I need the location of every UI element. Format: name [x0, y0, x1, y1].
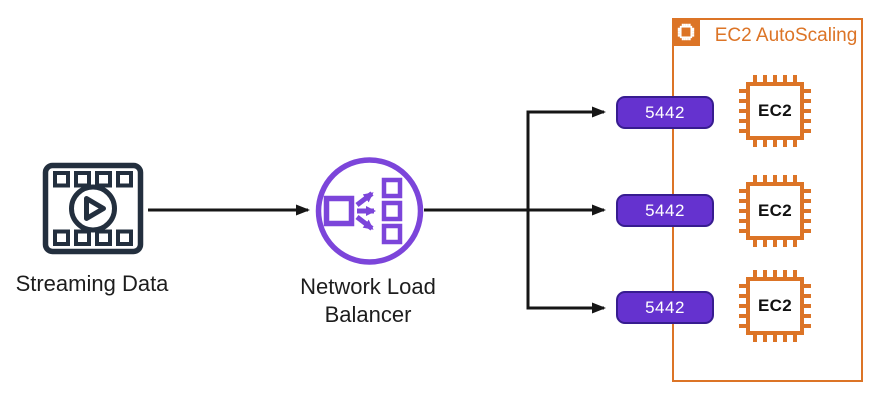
port-badge-1: 5442 [616, 96, 714, 129]
port-badge-2: 5442 [616, 194, 714, 227]
ec2-instance-label: EC2 [758, 201, 792, 220]
port-badge-3: 5442 [616, 291, 714, 324]
network-load-balancer-label: Network Load Balancer [283, 273, 453, 329]
ec2-instance-label: EC2 [758, 101, 792, 120]
ec2-autoscaling-label: EC2 AutoScaling [714, 25, 858, 46]
ec2-chip-icon [739, 75, 811, 147]
autoscaling-chip-badge-icon [672, 18, 700, 46]
ec2-instance-label: EC2 [758, 296, 792, 315]
ec2-chip-icon [739, 270, 811, 342]
ec2-chip-icon [739, 175, 811, 247]
nlb-label-line2: Balancer [324, 302, 412, 327]
ec2-instance-1: EC2 [735, 71, 815, 151]
nlb-label-line1: Network Load [300, 274, 436, 299]
ec2-instance-2: EC2 [735, 171, 815, 251]
streaming-data-icon [42, 162, 144, 255]
ec2-instance-3: EC2 [735, 266, 815, 346]
network-load-balancer-icon [315, 157, 424, 265]
streaming-data-label: Streaming Data [15, 271, 169, 296]
